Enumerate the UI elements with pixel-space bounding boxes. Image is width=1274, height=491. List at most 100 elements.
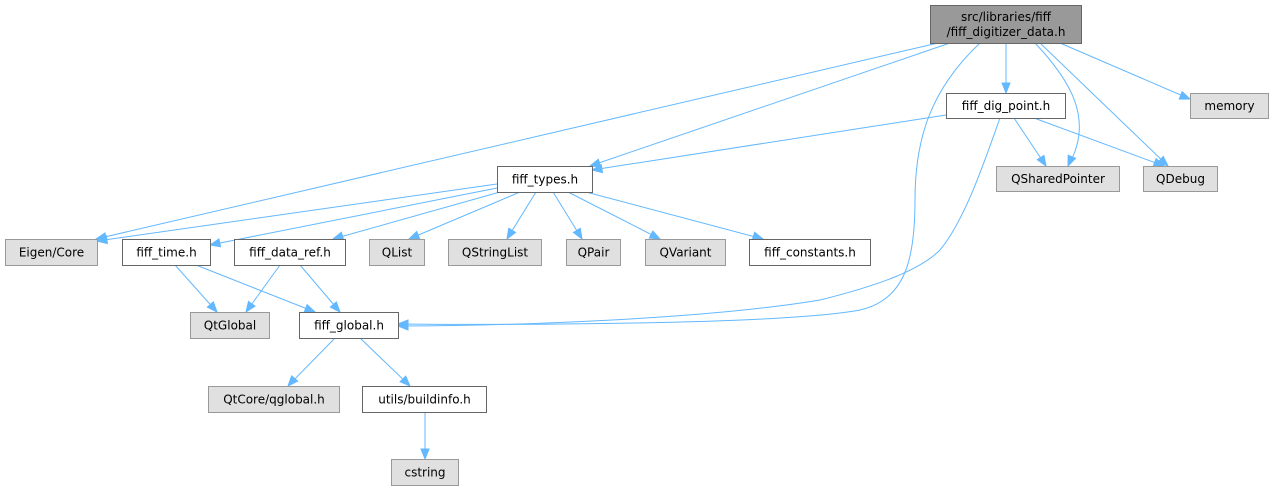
- node-label: fiff_types.h: [512, 173, 578, 187]
- node-label: QPair: [578, 246, 610, 260]
- node-box: [448, 239, 542, 266]
- node-fiff-constants[interactable]: fiff_constants.h: [749, 239, 871, 266]
- node-box: [996, 166, 1120, 192]
- node-root[interactable]: src/libraries/fiff/fiff_digitizer_data.h: [930, 5, 1082, 44]
- arrowhead-icon: [331, 231, 345, 241]
- arrowhead-icon: [1067, 154, 1077, 168]
- edge-fiff_types-to-fiff_time: [208, 187, 498, 248]
- node-eigen-core: Eigen/Core: [5, 239, 98, 266]
- arrowhead-icon: [420, 448, 430, 461]
- arrowhead-icon: [329, 301, 341, 314]
- node-label: QStringList: [462, 246, 529, 260]
- edge-line: [591, 114, 947, 171]
- node-box: [190, 312, 270, 339]
- arrowhead-icon: [287, 375, 299, 388]
- edge-root-to-memory: [1059, 42, 1192, 100]
- node-box: [497, 166, 593, 193]
- node-box: [946, 93, 1066, 119]
- node-cstring: cstring: [391, 459, 459, 486]
- edge-root-to-eigen_core: [94, 42, 939, 242]
- node-label: fiff_time.h: [136, 246, 196, 260]
- node-box: [208, 386, 340, 413]
- node-fiff-time[interactable]: fiff_time.h: [122, 239, 211, 266]
- node-label: fiff_dig_point.h: [962, 99, 1050, 113]
- arrowhead-icon: [208, 238, 222, 248]
- edge-root-to-qsharedpointer: [1034, 42, 1080, 168]
- edge-fiff_data_ref-to-fiff_global: [299, 264, 341, 314]
- arrowhead-icon: [399, 375, 411, 387]
- node-memory: memory: [1190, 93, 1269, 119]
- edge-fiff_dig_point-to-qsharedpointer: [1013, 117, 1047, 168]
- edge-fiff_data_ref-to-qtglobal: [245, 264, 281, 314]
- edge-fiff_dig_point-to-fiff_types: [590, 114, 947, 174]
- arrowhead-icon: [245, 300, 256, 314]
- node-box: [645, 239, 726, 266]
- arrowhead-icon: [572, 227, 583, 241]
- edge-line: [408, 191, 521, 240]
- node-box: [299, 312, 399, 339]
- node-label: QtCore/qglobal.h: [223, 393, 325, 407]
- edges-layer: [94, 42, 1192, 461]
- arrowhead-icon: [206, 301, 218, 314]
- edge-line: [174, 264, 218, 313]
- edge-fiff_time-to-qtglobal: [174, 264, 218, 314]
- arrowhead-icon: [506, 227, 517, 241]
- arrowhead-icon: [1036, 154, 1047, 168]
- arrowhead-icon: [95, 234, 109, 245]
- edge-utils_buildinfo-to-cstring: [420, 412, 430, 461]
- node-label: QDebug: [1156, 172, 1205, 186]
- arrowhead-icon: [396, 321, 409, 331]
- node-qlist: QList: [369, 239, 425, 266]
- edge-fiff_dig_point-to-fiff_global: [396, 117, 1001, 331]
- arrowhead-icon: [588, 158, 602, 168]
- node-label: Eigen/Core: [19, 246, 84, 260]
- edge-line: [585, 191, 764, 240]
- node-qpair: QPair: [566, 239, 621, 266]
- edge-root-to-fiff_dig_point: [1001, 43, 1011, 95]
- edge-fiff_types-to-qpair: [552, 191, 583, 241]
- node-box: [234, 239, 346, 266]
- edge-fiff_types-to-fiff_constants: [585, 191, 765, 241]
- node-label: QList: [382, 246, 413, 260]
- node-qtglobal: QtGlobal: [190, 312, 270, 339]
- node-label: QVariant: [659, 246, 711, 260]
- edge-line: [359, 337, 411, 387]
- node-label: cstring: [404, 466, 445, 480]
- nodes-layer: src/libraries/fiff/fiff_digitizer_data.h…: [5, 5, 1269, 486]
- node-fiff-global[interactable]: fiff_global.h: [299, 312, 399, 339]
- node-fiff-types[interactable]: fiff_types.h: [497, 166, 593, 193]
- edge-fiff_time-to-fiff_global: [195, 264, 317, 313]
- edge-line: [397, 42, 981, 325]
- node-label: fiff_data_ref.h: [249, 246, 331, 260]
- node-box: [5, 239, 98, 266]
- edge-fiff_types-to-qvariant: [567, 191, 662, 240]
- node-box: [362, 386, 487, 413]
- arrowhead-icon: [648, 230, 662, 240]
- node-box: [566, 239, 621, 266]
- edge-root-to-fiff_types: [588, 42, 951, 168]
- node-box: [369, 239, 425, 266]
- edge-line: [332, 191, 501, 240]
- node-box: [122, 239, 211, 266]
- arrowhead-icon: [303, 303, 317, 313]
- edge-line: [1059, 42, 1191, 100]
- node-fiff-data-ref[interactable]: fiff_data_ref.h: [234, 239, 346, 266]
- arrowhead-icon: [751, 231, 765, 241]
- arrowhead-icon: [590, 163, 604, 174]
- node-qtcore-qglobal: QtCore/qglobal.h: [208, 386, 340, 413]
- edge-line: [1034, 42, 1080, 167]
- node-utils-buildinfo[interactable]: utils/buildinfo.h: [362, 386, 487, 413]
- edge-line: [287, 337, 336, 387]
- node-label: /fiff_digitizer_data.h: [947, 25, 1066, 39]
- node-label: src/libraries/fiff: [961, 10, 1052, 24]
- node-box: [749, 239, 871, 266]
- node-qstringlist: QStringList: [448, 239, 542, 266]
- node-label: fiff_constants.h: [764, 246, 856, 260]
- node-label: fiff_global.h: [314, 319, 384, 333]
- edge-fiff_dig_point-to-qdebug: [1033, 117, 1166, 167]
- node-box: [1190, 93, 1269, 119]
- edge-fiff_types-to-eigen_core: [95, 183, 498, 245]
- node-fiff-dig-point[interactable]: fiff_dig_point.h: [946, 93, 1066, 119]
- arrowhead-icon: [1178, 90, 1192, 100]
